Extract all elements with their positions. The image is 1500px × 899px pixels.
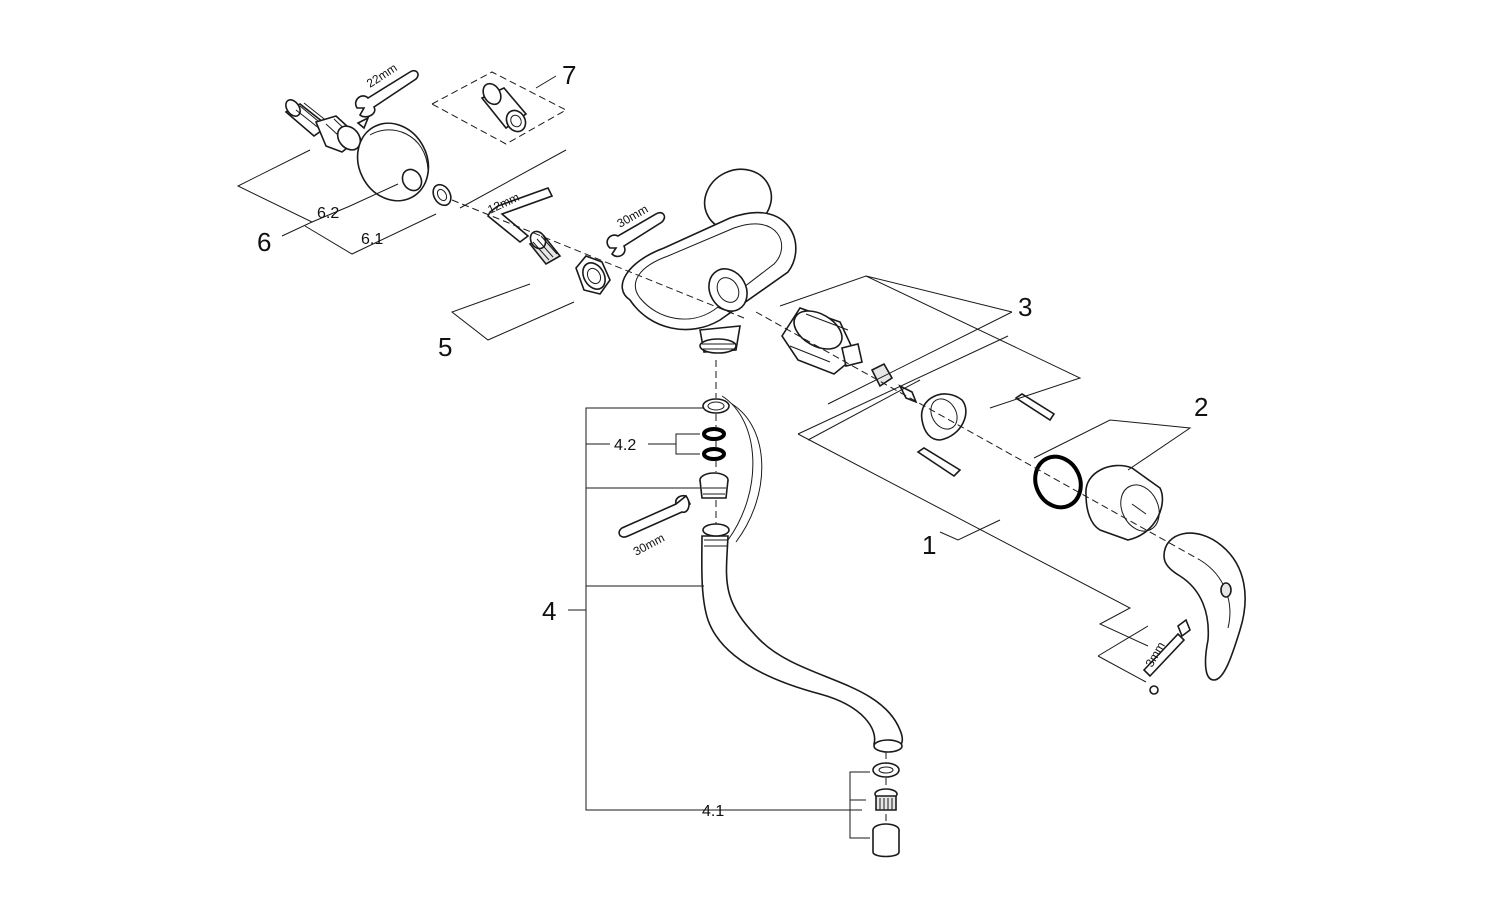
seal-washer [432,183,452,207]
part-1-group: 1 [797,335,1149,647]
o-ring-lower [702,447,726,461]
threaded-adapter [480,82,528,133]
label-6-2: 6.2 [317,205,339,222]
part-3-group: 3 [779,275,1082,478]
cover-cap [1085,464,1164,541]
eccentric-connector [284,99,362,153]
long-screw-lower [916,447,962,478]
small-screw [898,384,918,404]
part-5-group: 30mm 5 [438,202,666,362]
label-7: 7 [562,60,576,90]
part-7-group: 7 [430,60,576,209]
aerator-insert [874,788,898,811]
label-4: 4 [542,596,556,626]
wrench-30mm-icon: 30mm [606,202,666,258]
cartridge [781,307,863,375]
long-screw-upper [1014,393,1056,422]
label-4-2: 4.2 [614,437,636,454]
wrench-30mm-spout-icon: 30mm [618,494,692,559]
label-2: 2 [1194,392,1208,422]
axis-line-top [451,199,745,319]
aerator-washer [872,762,900,778]
part-4-group: 30mm 4 4.2 4.1 [542,395,904,858]
snap-ring [702,398,730,414]
label-4-1: 4.1 [702,803,724,820]
hex-key-3mm-icon: 3mm [1097,618,1191,695]
part-6-group: 22mm 6 6.2 6.1 [236,61,452,257]
axis-line-diagonal [755,311,1201,561]
label-1: 1 [922,530,936,560]
part-2-group: 2 [1033,392,1208,541]
o-ring-upper [702,427,726,441]
wrench-22mm-icon: 22mm [354,61,419,130]
wrench-spout-label: 30mm [631,531,667,559]
o-ring [1033,454,1083,510]
label-5: 5 [438,332,452,362]
label-6: 6 [257,227,271,257]
threaded-nipple [528,230,562,266]
escutcheon-flange [356,122,430,202]
stem-adapter [870,362,894,388]
lever-handle [1163,532,1246,681]
mixer-body [621,168,797,354]
union-nut [575,255,611,295]
spout-nut [699,472,729,499]
spout-tube [700,523,904,753]
label-6-1: 6.1 [361,231,383,248]
label-3: 3 [1018,292,1032,322]
aerator-housing [872,823,900,858]
